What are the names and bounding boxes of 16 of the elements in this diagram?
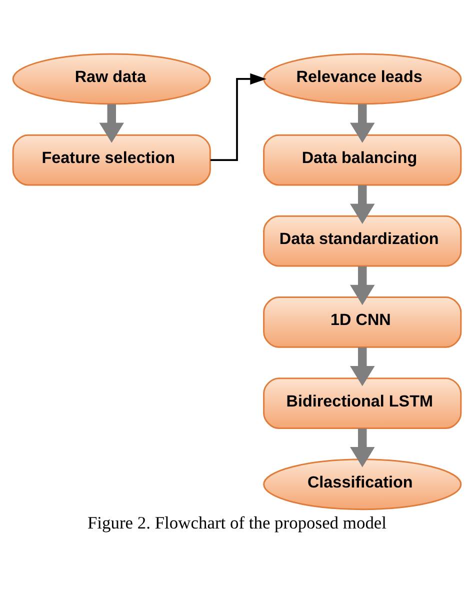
node-ellipse: Raw data — [12, 52, 211, 104]
node-box: Feature selection — [12, 134, 211, 186]
arrow — [350, 184, 375, 224]
arrow — [99, 104, 124, 142]
node-box: Bidirectional LSTM — [263, 377, 462, 428]
arrow — [350, 104, 375, 142]
arrow — [350, 428, 375, 467]
node-ellipse: Relevance leads — [263, 52, 462, 104]
node-box: Data balancing — [263, 134, 462, 186]
node-box: 1D CNN — [263, 296, 462, 348]
node-ellipse: Classification — [263, 458, 462, 510]
arrow — [210, 72, 266, 160]
arrow — [350, 266, 375, 305]
node-box: Data standardization — [263, 214, 462, 266]
caption: Figure 2. Flowchart of the proposed model — [87, 512, 387, 532]
arrow — [350, 346, 375, 386]
